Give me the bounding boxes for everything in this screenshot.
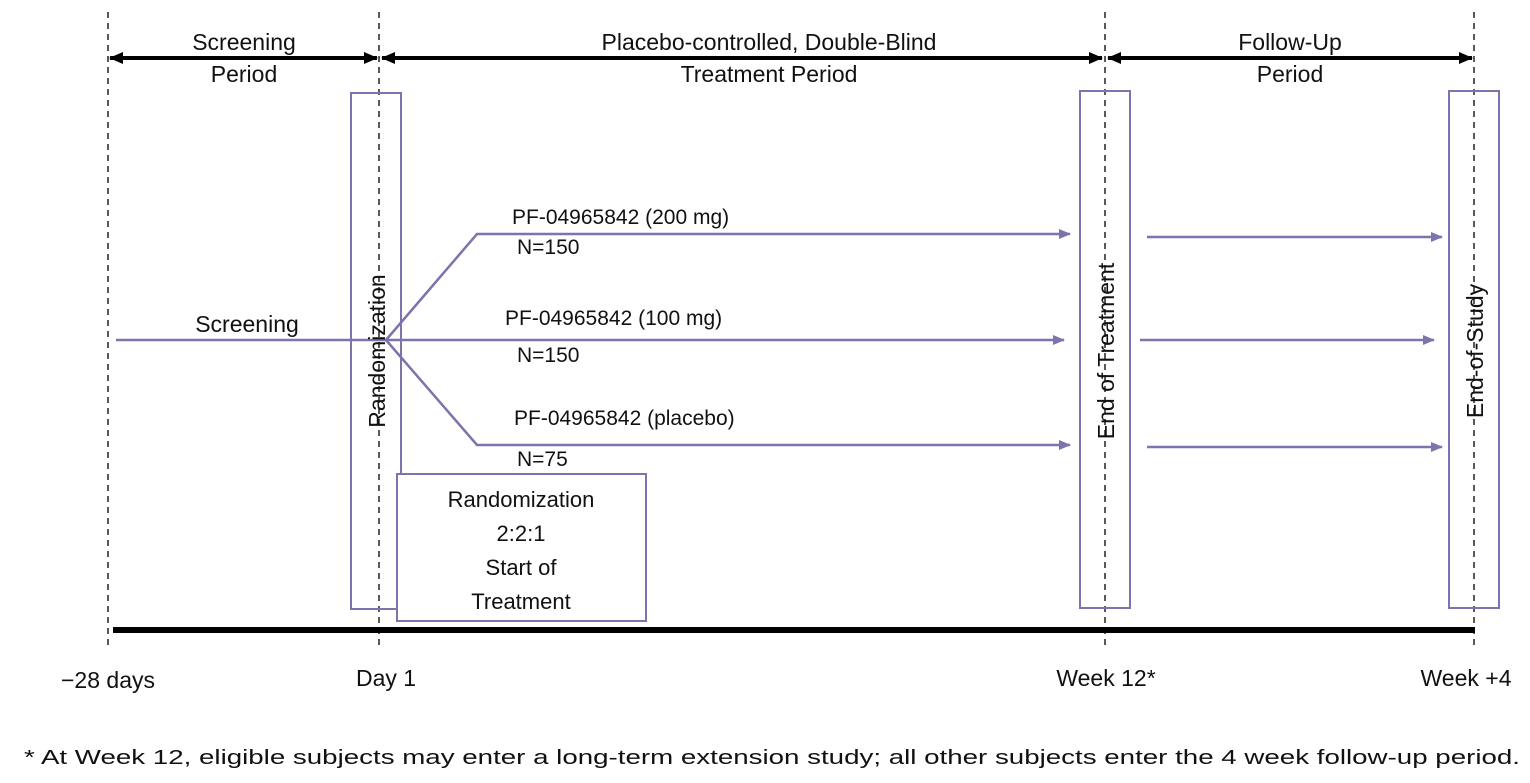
followup-period-label-2: Period [1257, 61, 1323, 87]
followup-period-label-1: Follow-Up [1238, 29, 1342, 55]
arm-placebo-n: N=75 [517, 448, 568, 471]
treatment-period-label-1: Placebo-controlled, Double-Blind [602, 29, 937, 55]
randomization-vertical-label: Randomization [364, 274, 390, 427]
screening-period-label-1: Screening [192, 29, 296, 55]
arm-placebo-label: PF-04965842 (placebo) [514, 407, 735, 430]
arm-100mg-label: PF-04965842 (100 mg) [505, 307, 722, 330]
end-of-study-vertical-label: End-of-Study [1462, 283, 1488, 418]
randomization-milestone-box [350, 92, 402, 610]
timepoint-week-12: Week 12* [1056, 665, 1155, 691]
arm-200mg-label: PF-04965842 (200 mg) [512, 206, 729, 229]
screening-period-label-2: Period [211, 61, 277, 87]
timepoint-minus-28-days: −28 days [61, 667, 155, 693]
arm-200mg-n: N=150 [517, 236, 579, 259]
treatment-period-label-2: Treatment Period [681, 61, 858, 87]
randomization-info-line-2: 2:2:1 [497, 521, 546, 546]
time-markers [107, 12, 1475, 648]
end-of-treatment-vertical-label: End of Treatment [1093, 262, 1119, 439]
randomization-info-line-3: Start of [486, 555, 558, 580]
arm-100mg-n: N=150 [517, 344, 579, 367]
timepoint-day-1: Day 1 [356, 665, 416, 691]
end-of-treatment-box [1079, 90, 1131, 609]
randomization-info-line-4: Treatment [471, 589, 570, 614]
end-of-study-box [1448, 90, 1500, 609]
randomization-info-line-1: Randomization [448, 487, 595, 512]
randomization-info-box [396, 473, 647, 622]
footnote: * At Week 12, eligible subjects may ente… [24, 747, 1520, 769]
arm-placebo-line [385, 339, 1071, 450]
arm-200mg-line [385, 229, 1071, 341]
timepoint-week-plus-4: Week +4 [1421, 665, 1512, 691]
screening-line-label: Screening [195, 311, 299, 337]
